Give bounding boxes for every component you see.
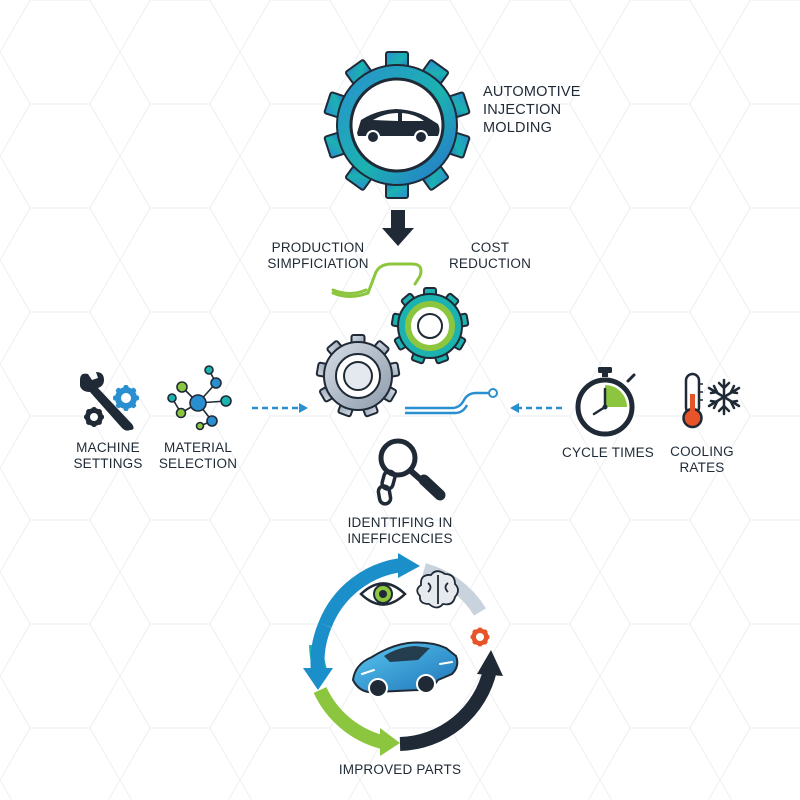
machine-settings-label: MACHINE SETTINGS [62,440,154,472]
cooling-line-1: COOLING [670,444,734,459]
analysis-line-2: INEFFICENCIES [347,531,453,546]
machine-line-1: MACHINE [76,440,140,455]
title-line-3: MOLDING [483,120,553,136]
improved-parts-label: IMPROVED PARTS [320,762,480,778]
arrow-in-left [252,403,308,413]
identifying-inefficiencies-label: IDENTTIFING IN INEFFICENCIES [330,515,470,547]
sports-car-icon [351,641,459,698]
wrench-gear-icon [80,372,139,431]
small-gear-icon [470,627,490,647]
material-selection-label: MATERIAL SELECTION [150,440,246,472]
production-simplification-label: PRODUCTION SIMPFICIATION [258,240,378,272]
cycle-line-1: CYCLE TIMES [562,445,654,460]
snowflake-icon [707,378,741,416]
down-arrow-icon [382,210,414,246]
magnifier-chain-icon [376,438,446,506]
analysis-line-1: IDENTTIFING IN [347,515,453,530]
stopwatch-icon [575,367,636,437]
gear-cluster-icon [315,287,470,418]
cost-line-2: REDUCTION [448,256,532,271]
production-line-2: SIMPFICIATION [267,256,369,271]
arrow-in-right [510,403,562,413]
title-line-2: INJECTION [483,102,562,118]
eye-icon [359,582,407,606]
cooling-rates-label: COOLING RATES [662,444,742,476]
network-icon [167,365,232,431]
material-line-1: MATERIAL [163,440,233,455]
main-title: AUTOMOTIVE INJECTION MOLDING [483,83,581,137]
cost-line-1: COST [470,240,510,255]
machine-line-2: SETTINGS [73,456,143,471]
brain-icon [416,570,459,609]
title-line-1: AUTOMOTIVE [483,84,581,100]
material-line-2: SELECTION [158,456,238,471]
green-flow-line [331,262,423,298]
thermometer-icon [682,372,703,429]
production-line-1: PRODUCTION [271,240,365,255]
outcome-line: IMPROVED PARTS [338,762,462,777]
improvement-cycle [303,553,503,756]
cooling-line-2: RATES [679,460,725,475]
gear-car-icon [323,51,471,199]
cycle-times-label: CYCLE TIMES [556,445,660,461]
blue-flow-line [405,391,492,410]
cost-reduction-label: COST REDUCTION [440,240,540,272]
